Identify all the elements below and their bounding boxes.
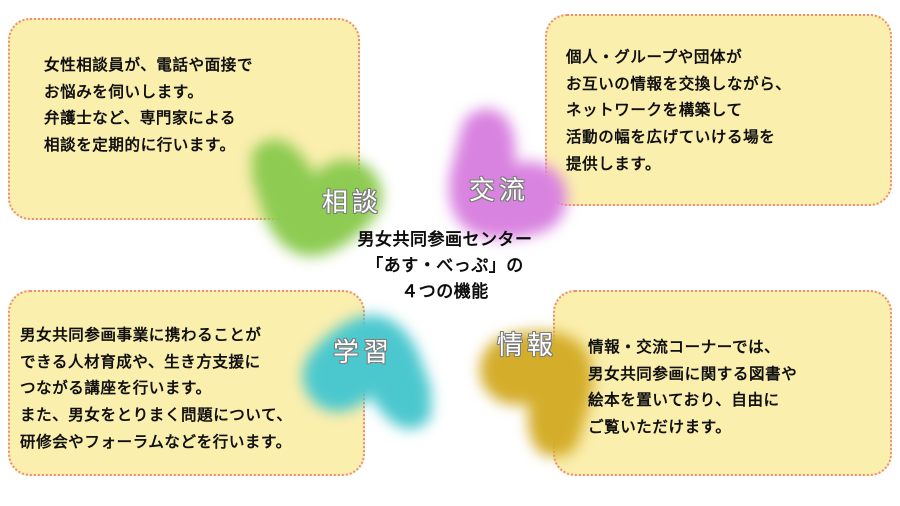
heart-label-consult: 相談 bbox=[322, 188, 383, 218]
callout-box-exchange bbox=[545, 14, 892, 206]
heart-label-learn: 学習 bbox=[333, 338, 394, 368]
center-title: 男女共同参画センター 「あす・べっぷ」の ４つの機能 bbox=[357, 230, 533, 302]
callout-text-info: 情報・交流コーナーでは、 男女共同参画に関する図書や 絵本を置いており、自由に … bbox=[588, 338, 798, 436]
callout-text-consult: 女性相談員が、電話や面接で お悩みを伺いします。 弁護士など、専門家による 相談… bbox=[44, 56, 253, 154]
callout-text-exchange: 個人・グループや団体が お互いの情報を交換しながら、 ネットワークを構築して 活… bbox=[566, 48, 792, 173]
heart-label-exchange: 交流 bbox=[469, 176, 530, 206]
callout-text-learn: 男女共同参画事業に携わることが できる人材育成や、生き方支援に つながる講座を行… bbox=[20, 326, 293, 451]
heart-label-info: 情報 bbox=[497, 331, 558, 361]
callout-box-info bbox=[553, 290, 892, 476]
